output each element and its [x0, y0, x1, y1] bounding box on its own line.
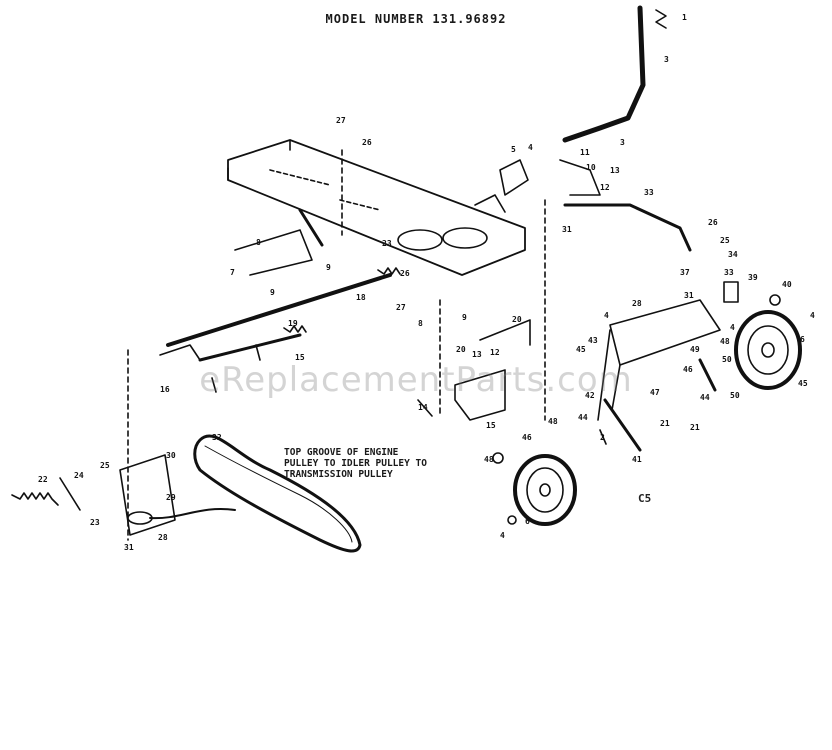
svg-text:4: 4 — [500, 531, 505, 540]
svg-text:18: 18 — [356, 293, 366, 302]
svg-text:1: 1 — [682, 13, 687, 22]
svg-text:2: 2 — [600, 433, 605, 442]
svg-text:8: 8 — [418, 319, 423, 328]
svg-text:22: 22 — [38, 475, 48, 484]
svg-text:28: 28 — [632, 299, 642, 308]
watermark-text: eReplacementParts.com — [199, 360, 633, 400]
front-axle — [609, 299, 721, 366]
svg-text:3: 3 — [620, 138, 625, 147]
svg-text:33: 33 — [724, 268, 734, 277]
svg-text:45: 45 — [576, 345, 586, 354]
svg-text:30: 30 — [166, 451, 176, 460]
svg-text:19: 19 — [288, 319, 298, 328]
chassis-plate — [227, 139, 526, 276]
svg-text:12: 12 — [600, 183, 610, 192]
svg-text:16: 16 — [160, 385, 170, 394]
note-line: TRANSMISSION PULLEY — [284, 469, 393, 480]
svg-text:37: 37 — [680, 268, 690, 277]
callout-labels: 1 3 3 5 4 11 10 13 12 33 31 27 26 26 25 … — [38, 13, 815, 552]
svg-text:29: 29 — [166, 493, 176, 502]
svg-text:31: 31 — [124, 543, 134, 552]
svg-text:49: 49 — [690, 345, 700, 354]
svg-text:4: 4 — [528, 143, 533, 152]
svg-text:5: 5 — [511, 145, 516, 154]
note-line: PULLEY TO IDLER PULLEY TO — [284, 458, 427, 469]
svg-text:48: 48 — [484, 455, 494, 464]
svg-text:25: 25 — [720, 236, 730, 245]
svg-text:47: 47 — [650, 388, 660, 397]
svg-text:21: 21 — [660, 419, 670, 428]
svg-text:27: 27 — [336, 116, 346, 125]
svg-text:4: 4 — [604, 311, 609, 320]
idler-bracket — [119, 454, 176, 536]
svg-text:33: 33 — [644, 188, 654, 197]
svg-text:6: 6 — [800, 335, 805, 344]
svg-text:26: 26 — [400, 269, 410, 278]
svg-text:7: 7 — [230, 268, 235, 277]
svg-text:4: 4 — [730, 323, 735, 332]
svg-text:45: 45 — [798, 379, 808, 388]
svg-text:20: 20 — [456, 345, 466, 354]
belt-routing-note: TOP GROOVE OF ENGINE PULLEY TO IDLER PUL… — [284, 447, 464, 480]
svg-text:48: 48 — [720, 337, 730, 346]
svg-text:4: 4 — [810, 311, 815, 320]
axle-bracket — [454, 369, 506, 421]
svg-text:3: 3 — [664, 55, 669, 64]
svg-text:46: 46 — [683, 365, 693, 374]
svg-text:25: 25 — [100, 461, 110, 470]
steering-cap-part — [655, 9, 667, 29]
svg-text:26: 26 — [708, 218, 718, 227]
svg-text:48: 48 — [548, 417, 558, 426]
svg-text:31: 31 — [562, 225, 572, 234]
svg-text:50: 50 — [730, 391, 740, 400]
svg-text:15: 15 — [295, 353, 305, 362]
svg-text:32: 32 — [212, 433, 222, 442]
spring — [11, 492, 59, 506]
svg-text:15: 15 — [486, 421, 496, 430]
svg-text:43: 43 — [588, 336, 598, 345]
svg-text:24: 24 — [74, 471, 84, 480]
drag-link-rod — [166, 273, 392, 347]
svg-text:44: 44 — [700, 393, 710, 402]
diagram-code: C5 — [638, 492, 652, 505]
svg-text:23: 23 — [90, 518, 100, 527]
svg-text:46: 46 — [522, 433, 532, 442]
svg-text:40: 40 — [782, 280, 792, 289]
svg-text:13: 13 — [472, 350, 482, 359]
svg-text:9: 9 — [270, 288, 275, 297]
steering-shaft — [562, 5, 646, 143]
svg-text:12: 12 — [490, 348, 500, 357]
svg-text:27: 27 — [396, 303, 406, 312]
svg-text:31: 31 — [684, 291, 694, 300]
svg-text:26: 26 — [362, 138, 372, 147]
svg-text:44: 44 — [578, 413, 588, 422]
svg-text:10: 10 — [586, 163, 596, 172]
front-right-wheel — [734, 310, 802, 390]
svg-text:11: 11 — [580, 148, 590, 157]
svg-text:42: 42 — [585, 391, 595, 400]
svg-text:50: 50 — [722, 355, 732, 364]
svg-text:23: 23 — [382, 239, 392, 248]
drive-belt — [193, 434, 362, 553]
svg-text:41: 41 — [632, 455, 642, 464]
svg-text:14: 14 — [418, 403, 428, 412]
svg-text:21: 21 — [690, 423, 700, 432]
svg-text:34: 34 — [728, 250, 738, 259]
svg-text:28: 28 — [158, 533, 168, 542]
svg-text:13: 13 — [610, 166, 620, 175]
svg-text:20: 20 — [512, 315, 522, 324]
svg-text:9: 9 — [462, 313, 467, 322]
model-number-heading: MODEL NUMBER 131.96892 — [325, 12, 507, 26]
tie-rod — [563, 203, 692, 252]
front-left-wheel — [513, 454, 577, 526]
svg-text:6: 6 — [525, 517, 530, 526]
note-line: TOP GROOVE OF ENGINE — [284, 447, 399, 458]
svg-text:39: 39 — [748, 273, 758, 282]
svg-text:8: 8 — [256, 238, 261, 247]
svg-text:9: 9 — [326, 263, 331, 272]
